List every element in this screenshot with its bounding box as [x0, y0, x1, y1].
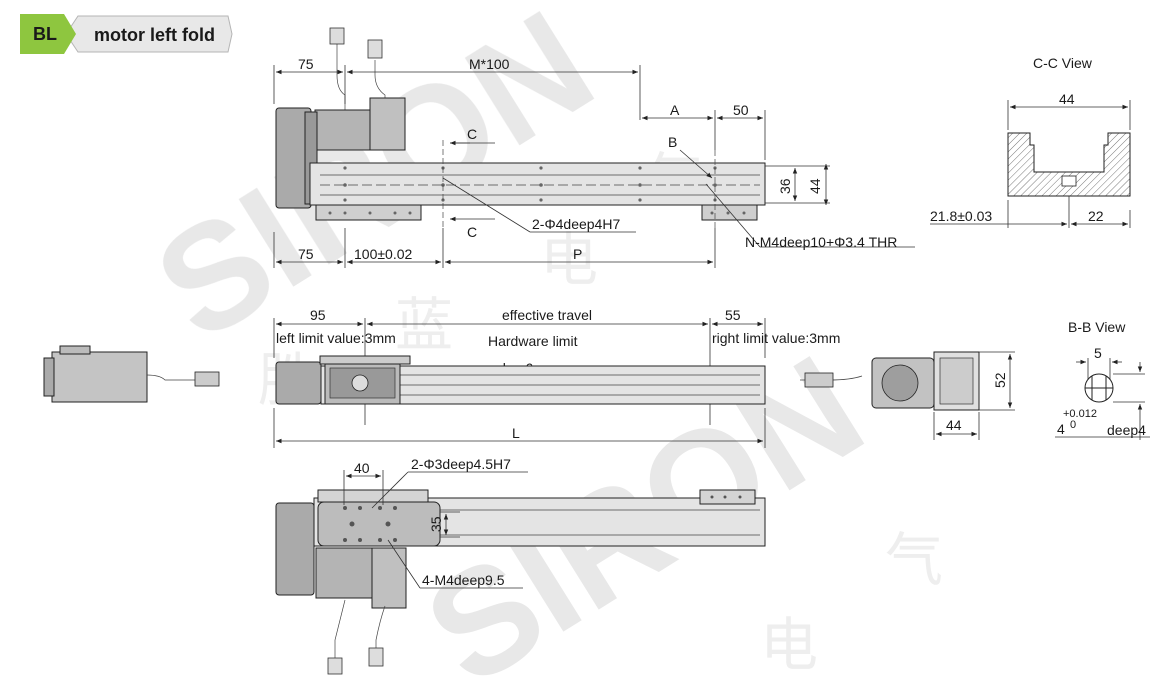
dim-right-55: 55	[725, 307, 741, 323]
dim-fifty: 50	[733, 102, 749, 118]
dim-left-95: 95	[310, 307, 326, 323]
dim-h36: 36	[777, 178, 793, 194]
bb-size: 4	[1057, 421, 1065, 437]
dim-bottom-75: 75	[298, 246, 314, 262]
section-b: B	[668, 134, 677, 150]
watermark-char-3: 电	[540, 226, 598, 294]
bb-width: 5	[1094, 345, 1102, 361]
cc-width: 44	[1059, 91, 1075, 107]
dim-total-l: L	[512, 425, 520, 441]
top-view: 75 M*100 A 50 C C B 36 44 2-Φ4deep4H7 N-…	[273, 27, 915, 268]
callout-bottom-pin-holes: 2-Φ3deep4.5H7	[411, 456, 511, 472]
note-right-limit: right limit value:3mm	[712, 330, 840, 346]
bb-view: B-B View 5 4 +0.012 0 deep4	[1055, 319, 1150, 440]
dim-p: P	[573, 246, 582, 262]
side-motor	[275, 361, 322, 405]
cc-view-title: C-C View	[1033, 55, 1093, 71]
dim-forty: 40	[354, 460, 370, 476]
section-c-lower: C	[467, 224, 477, 240]
rail-body	[309, 162, 766, 206]
bb-view-title: B-B View	[1068, 319, 1126, 335]
note-left-limit: left limit value:3mm	[276, 330, 396, 346]
header-badge: BL motor left fold	[20, 14, 233, 54]
dim-thirtyfive: 35	[428, 516, 444, 532]
dim-left-75: 75	[298, 56, 314, 72]
motor-side-view	[43, 345, 220, 403]
connector-icon	[194, 371, 220, 387]
connector-icon	[804, 372, 834, 388]
page-title: motor left fold	[94, 25, 215, 45]
cc-view: C-C View 44 21.8±0.03 22	[930, 55, 1131, 228]
end-view: 52 44	[800, 351, 1015, 440]
bb-depth: deep4	[1107, 422, 1146, 438]
cc-right: 22	[1088, 208, 1104, 224]
dim-effective-travel: effective travel	[502, 307, 592, 323]
bottom-motor-cap	[275, 502, 315, 596]
bottom-view: 40 35 2-Φ3deep4.5H7 4-M4deep9.5	[275, 456, 766, 675]
watermark-char-2: 蓝	[395, 291, 453, 359]
bottom-carriage	[317, 501, 441, 547]
dim-h44: 44	[807, 178, 823, 194]
end-height: 52	[992, 372, 1008, 388]
dim-pitch: 100±0.02	[354, 246, 413, 262]
section-c-upper: C	[467, 126, 477, 142]
motor-housing	[51, 351, 148, 403]
callout-pin-holes: 2-Φ4deep4H7	[532, 216, 620, 232]
side-view: 95 effective travel 55 left limit value:…	[273, 307, 840, 448]
bb-tol-upper: +0.012	[1063, 408, 1097, 420]
gear-housing	[369, 97, 406, 151]
connector-icon	[329, 27, 345, 45]
end-width: 44	[946, 417, 962, 433]
dim-a: A	[670, 102, 680, 118]
connector-icon	[367, 39, 383, 59]
badge-label: BL	[33, 24, 57, 44]
cc-offset: 21.8±0.03	[930, 208, 992, 224]
cc-profile	[1007, 132, 1131, 197]
connector-icon	[368, 647, 384, 667]
note-hardware-limit-1: Hardware limit	[488, 333, 578, 349]
callout-thread-holes: N-M4deep10+Φ3.4 THR	[745, 234, 897, 250]
watermark-char-6: 气	[885, 526, 943, 594]
connector-icon	[327, 657, 343, 675]
badge-shape	[20, 14, 76, 54]
watermark-char-5: 电	[760, 611, 818, 679]
callout-bottom-thread-holes: 4-M4deep9.5	[422, 572, 505, 588]
bb-tol-lower: 0	[1070, 419, 1076, 431]
dim-m-100: M*100	[469, 56, 510, 72]
